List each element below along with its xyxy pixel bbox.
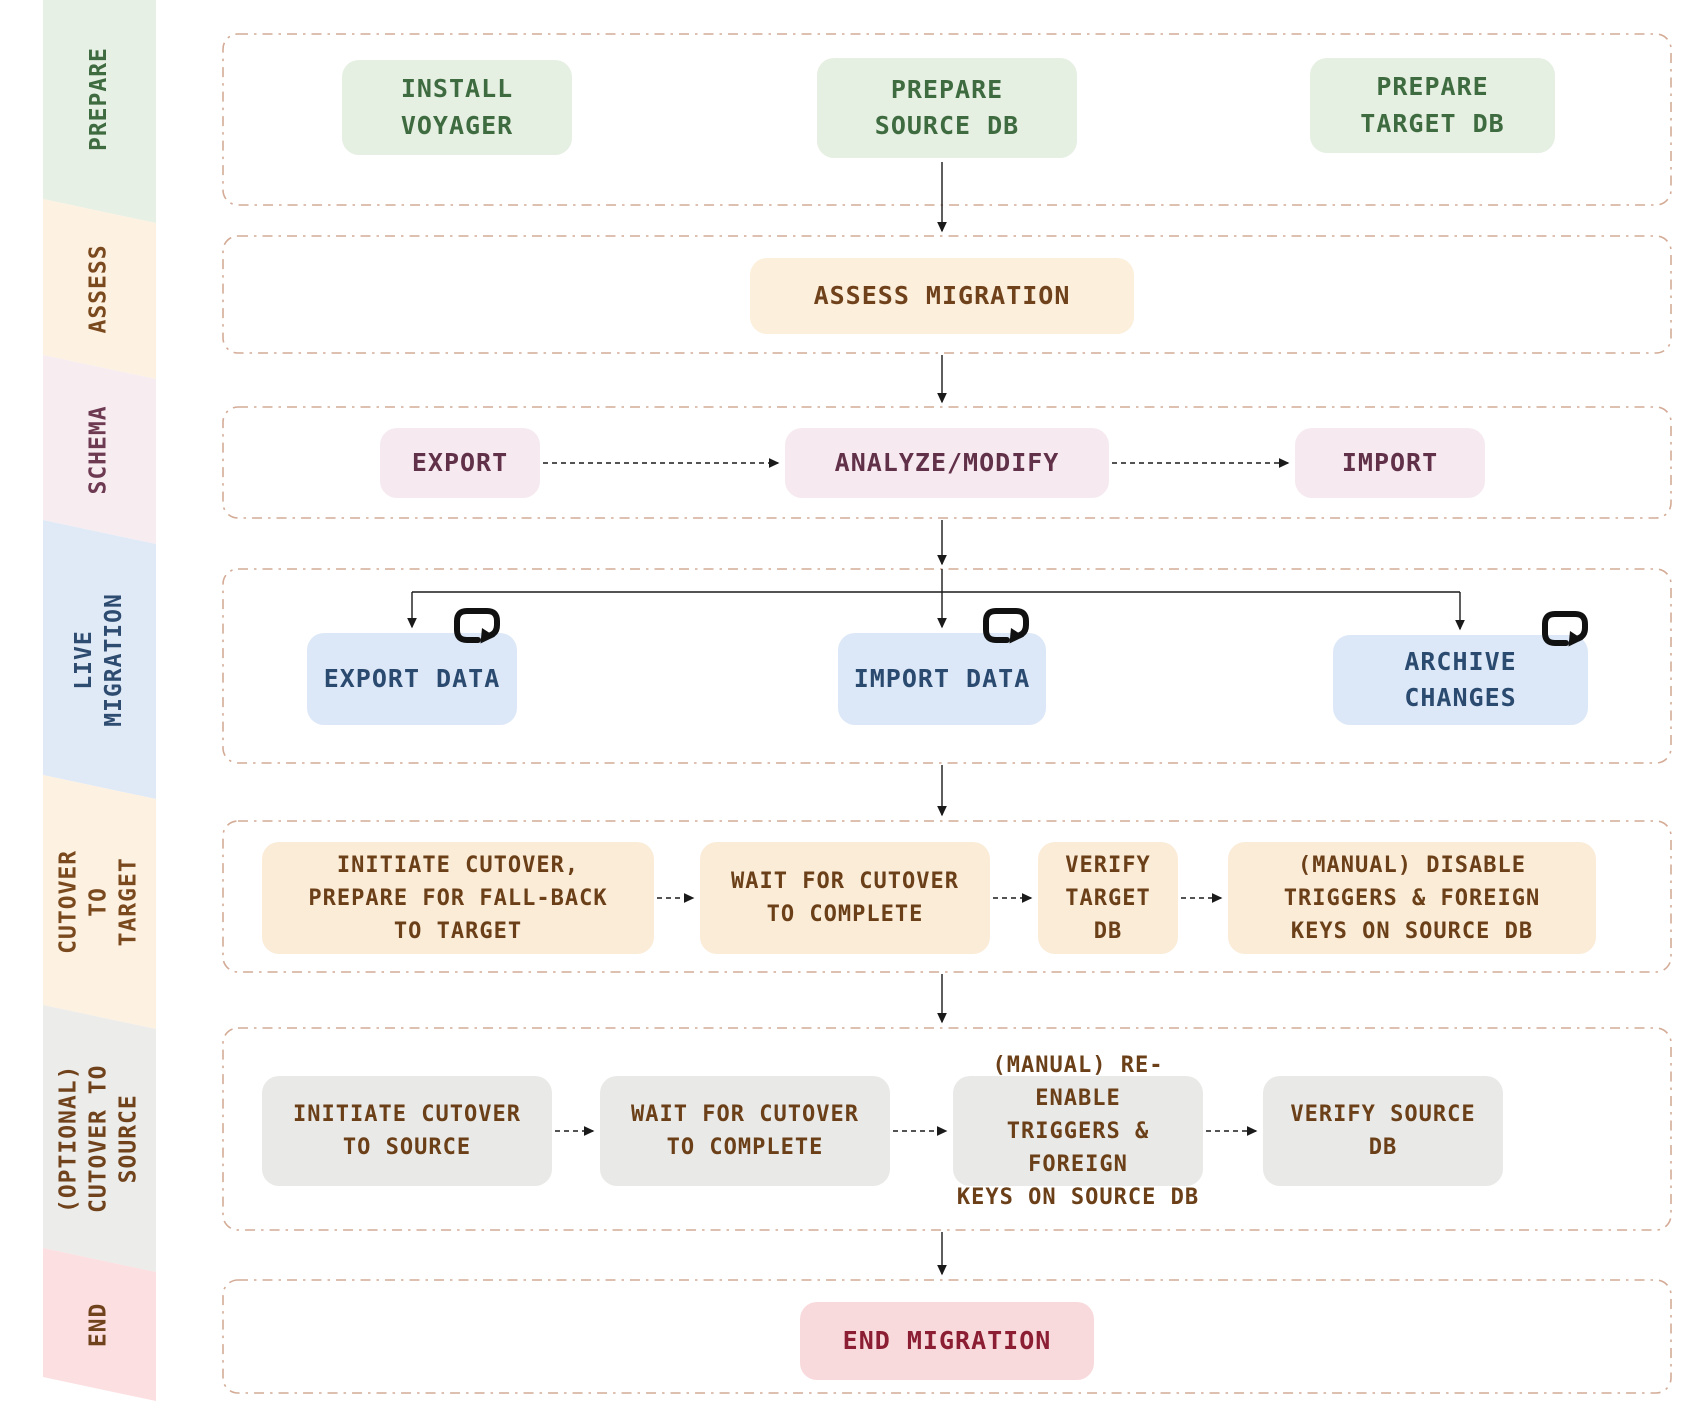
step-initiate-cutover-source: INITIATE CUTOVER TO SOURCE (262, 1076, 552, 1186)
phase-label-assess: ASSESS (85, 244, 112, 334)
step-import-schema: IMPORT (1295, 428, 1485, 498)
repeat-loop-icon (1542, 611, 1588, 647)
step-export-data: EXPORT DATA (307, 633, 517, 725)
step-prepare-source-db: PREPARE SOURCE DB (817, 58, 1077, 158)
step-wait-cutover-source: WAIT FOR CUTOVER TO COMPLETE (600, 1076, 890, 1186)
step-disable-triggers: (MANUAL) DISABLE TRIGGERS & FOREIGN KEYS… (1228, 842, 1596, 954)
phase-label-live-migration: LIVE MIGRATION (70, 592, 127, 727)
step-reenable-triggers: (MANUAL) RE-ENABLE TRIGGERS & FOREIGN KE… (953, 1053, 1203, 1210)
step-end-migration: END MIGRATION (800, 1302, 1094, 1380)
phase-band-assess: ASSESS (43, 199, 156, 380)
phase-band-live-migration: LIVE MIGRATION (43, 520, 156, 800)
phase-label-cutover-to-source: (OPTIONAL) CUTOVER TO SOURCE (55, 1064, 142, 1213)
phase-label-end: END (85, 1302, 112, 1347)
step-initiate-cutover-target: INITIATE CUTOVER, PREPARE FOR FALL-BACK … (262, 842, 654, 954)
repeat-loop-icon (983, 608, 1029, 644)
step-import-data: IMPORT DATA (838, 633, 1046, 725)
step-verify-target-db: VERIFY TARGET DB (1038, 842, 1178, 954)
phase-band-cutover-to-target: CUTOVER TO TARGET (43, 775, 156, 1030)
step-verify-source-db: VERIFY SOURCE DB (1263, 1076, 1503, 1186)
phase-band-end: END (43, 1248, 156, 1402)
repeat-loop-icon (454, 608, 500, 644)
phase-band-schema: SCHEMA (43, 355, 156, 545)
phase-label-prepare: PREPARE (85, 47, 112, 151)
step-wait-cutover-target: WAIT FOR CUTOVER TO COMPLETE (700, 842, 990, 954)
step-prepare-target-db: PREPARE TARGET DB (1310, 58, 1555, 153)
phase-label-schema: SCHEMA (85, 404, 112, 495)
phase-ribbon: PREPARE ASSESS SCHEMA LIVE MIGRATION CUT… (43, 0, 156, 1402)
phase-band-prepare: PREPARE (43, 0, 156, 224)
phase-label-cutover-to-target: CUTOVER TO TARGET (55, 850, 142, 954)
step-export-schema: EXPORT (380, 428, 540, 498)
step-assess-migration: ASSESS MIGRATION (750, 258, 1134, 334)
step-analyze-modify-schema: ANALYZE/MODIFY (785, 428, 1109, 498)
phase-band-cutover-to-source: (OPTIONAL) CUTOVER TO SOURCE (43, 1005, 156, 1273)
step-archive-changes: ARCHIVE CHANGES (1333, 635, 1588, 725)
step-install-voyager: INSTALL VOYAGER (342, 60, 572, 155)
